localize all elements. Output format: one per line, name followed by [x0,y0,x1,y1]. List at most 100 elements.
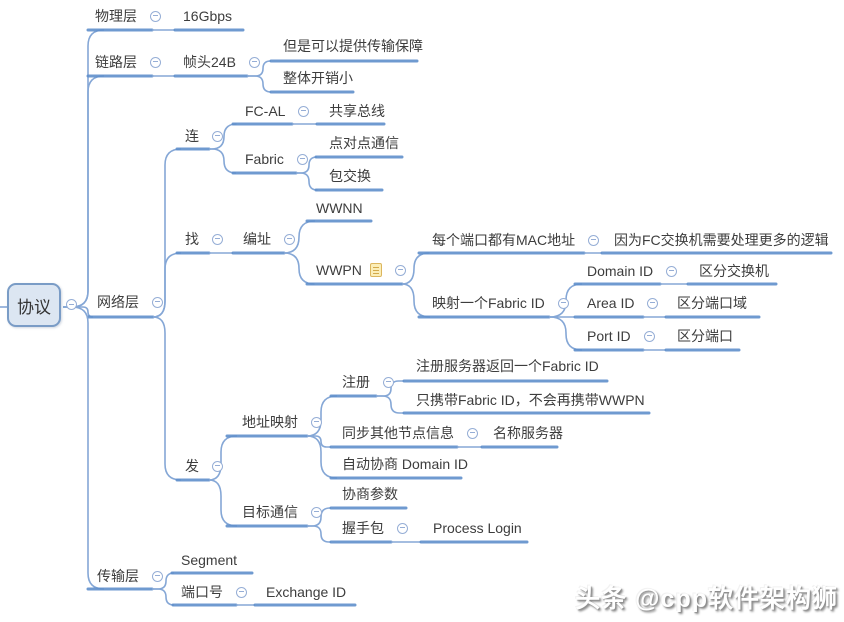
topic-label: 发 [185,458,199,474]
topic-bianzhi[interactable]: 编址 [243,229,295,249]
topic-zhentou[interactable]: 帧头24B [183,52,260,72]
topic-label: 注册服务器返回一个Fabric ID [416,358,599,374]
topic-label: Exchange ID [266,584,347,600]
collapse-icon[interactable] [152,296,163,308]
topic-meige[interactable]: 每个端口都有MAC地址 [432,230,600,250]
collapse-icon[interactable] [666,265,678,277]
topic-qfjhj[interactable]: 区分交换机 [699,261,769,281]
topic-qfdk[interactable]: 区分端口 [677,326,733,346]
topic-label: 自动协商 Domain ID [342,456,469,472]
collapse-icon[interactable] [397,522,408,534]
topic-danshi[interactable]: 但是可以提供传输保障 [283,36,423,56]
collapse-icon[interactable] [311,506,322,518]
topic-lianlu[interactable]: 链路层 [95,52,161,72]
topic-label: 找 [185,231,199,247]
topic-label: 网络层 [97,294,139,310]
topic-area[interactable]: Area ID [587,293,659,313]
collapse-icon[interactable] [383,376,394,388]
topic-g16[interactable]: 16Gbps [183,6,232,26]
topic-zidong[interactable]: 自动协商 Domain ID [342,454,468,474]
topic-mcfwq[interactable]: 名称服务器 [493,423,563,443]
topic-label: 区分交换机 [699,263,769,279]
topic-fcal[interactable]: FC-AL [245,101,310,121]
topic-ysfid[interactable]: 映射一个Fabric ID [432,293,569,313]
topic-label: 包交换 [329,168,371,184]
collapse-icon[interactable] [298,105,310,117]
topic-label: 握手包 [342,520,384,536]
collapse-icon[interactable] [588,234,600,246]
topic-label: 连 [185,128,199,144]
collapse-icon[interactable] [212,130,223,142]
topic-tongbu[interactable]: 同步其他节点信息 [342,423,478,443]
topic-wangluo[interactable]: 网络层 [97,292,163,312]
topic-label: WWPN [316,262,362,278]
collapse-icon[interactable] [150,56,161,68]
topic-wwnn[interactable]: WWNN [316,198,363,218]
topic-zcfwq[interactable]: 注册服务器返回一个Fabric ID [416,356,599,376]
topic-label: 协商参数 [342,486,398,502]
topic-label: 帧头24B [183,54,236,70]
topic-label: 整体开销小 [283,70,353,86]
collapse-icon[interactable] [557,297,569,309]
topic-label: 只携带Fabric ID，不会再携带WWPN [416,392,645,408]
topic-yinwei[interactable]: 因为FC交换机需要处理更多的逻辑 [614,230,829,250]
topic-mubiao[interactable]: 目标通信 [242,502,322,522]
topic-wuli[interactable]: 物理层 [95,6,161,26]
collapse-icon[interactable] [150,10,161,22]
topic-segment[interactable]: Segment [181,550,237,570]
topic-label: 协议 [17,297,51,317]
topic-domain[interactable]: Domain ID [587,261,678,281]
topic-label: 点对点通信 [329,135,399,151]
collapse-icon[interactable] [212,460,223,472]
topic-label: 编址 [243,231,271,247]
topic-label: 区分端口 [677,328,733,344]
topic-zhao[interactable]: 找 [185,229,223,249]
topic-port[interactable]: Port ID [587,326,655,346]
collapse-icon[interactable] [152,570,163,582]
root-topic[interactable]: 协议 [7,283,77,327]
topic-duankou[interactable]: 端口号 [181,582,247,602]
topic-label: 16Gbps [183,8,233,24]
collapse-icon[interactable] [284,233,295,245]
collapse-icon[interactable] [643,330,655,342]
topic-wwpn[interactable]: WWPN [316,260,406,280]
collapse-icon[interactable] [296,153,308,165]
topic-label: Segment [181,552,238,568]
topic-label: FC-AL [245,103,286,119]
collapse-icon[interactable] [212,233,223,245]
collapse-icon[interactable] [394,264,406,276]
note-icon[interactable] [369,263,382,277]
topic-label: 名称服务器 [493,425,563,441]
topic-qfdky[interactable]: 区分端口域 [677,293,747,313]
collapse-icon[interactable] [66,299,77,310]
topic-fabric[interactable]: Fabric [245,149,308,169]
topic-baojiaohuan[interactable]: 包交换 [329,166,371,186]
collapse-icon[interactable] [248,56,260,68]
topic-exid[interactable]: Exchange ID [266,582,346,602]
topic-chuanshu[interactable]: 传输层 [97,566,163,586]
topic-lian[interactable]: 连 [185,126,223,146]
topic-zhengti[interactable]: 整体开销小 [283,68,353,88]
topic-label: 传输层 [97,568,139,584]
collapse-icon[interactable] [467,427,478,439]
topic-plogin[interactable]: Process Login [433,518,522,538]
topic-label: 区分端口域 [677,295,747,311]
topic-zxd[interactable]: 只携带Fabric ID，不会再携带WWPN [416,390,645,410]
topic-label: 地址映射 [242,414,298,430]
topic-label: Area ID [587,295,635,311]
topic-xieshang[interactable]: 协商参数 [342,484,398,504]
topic-woshou[interactable]: 握手包 [342,518,408,538]
topic-label: 物理层 [95,8,137,24]
topic-fa[interactable]: 发 [185,456,223,476]
collapse-icon[interactable] [311,416,322,428]
topic-zhuce[interactable]: 注册 [342,372,394,392]
topic-label: 目标通信 [242,504,298,520]
topic-dianduidian[interactable]: 点对点通信 [329,133,399,153]
topic-label: 链路层 [95,54,137,70]
collapse-icon[interactable] [236,586,247,598]
watermark: 头条 @cpp软件架构狮 [575,585,838,613]
collapse-icon[interactable] [647,297,659,309]
topic-dzys[interactable]: 地址映射 [242,412,322,432]
topic-gongxiang[interactable]: 共享总线 [329,101,385,121]
